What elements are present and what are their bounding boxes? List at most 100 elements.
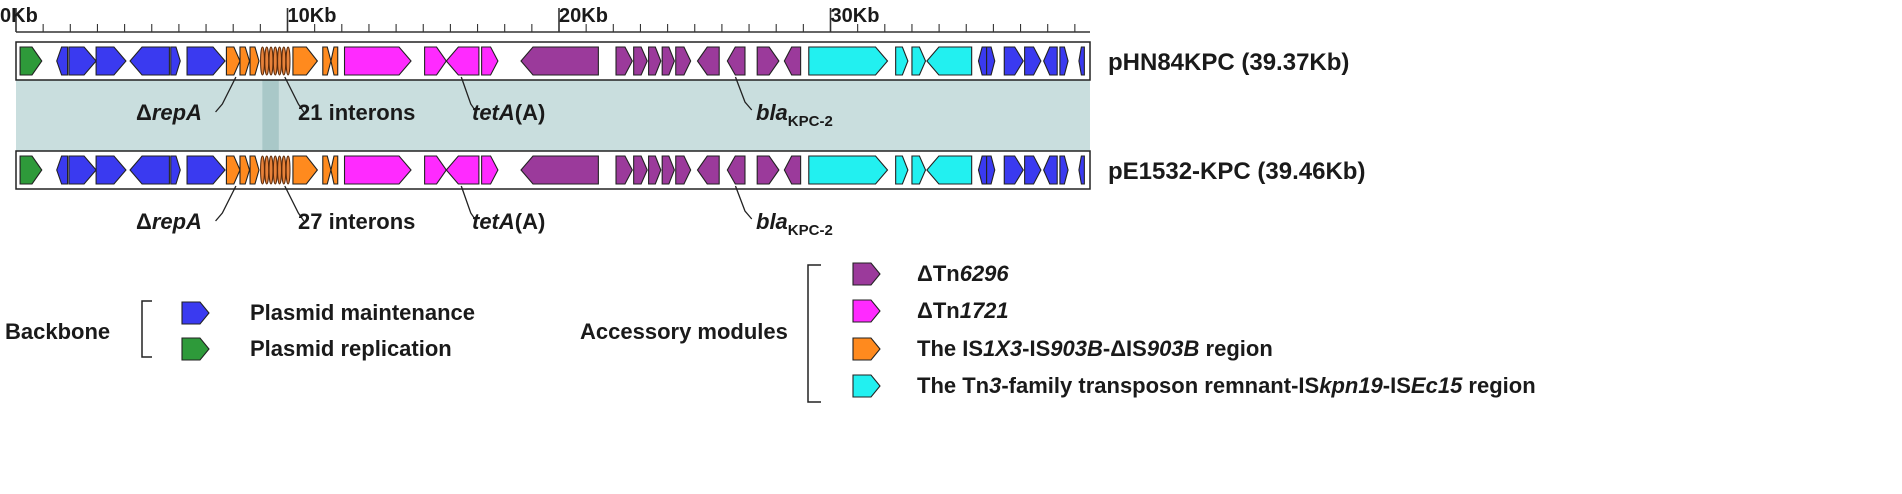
interons-pointer bbox=[284, 185, 305, 222]
repA-pointer bbox=[215, 76, 237, 113]
bla-label: blaKPC-2 bbox=[756, 100, 833, 130]
gene-arrow bbox=[986, 155, 996, 185]
gene-arrow bbox=[911, 46, 927, 76]
gene-arrow bbox=[292, 46, 319, 76]
gene-arrow bbox=[783, 46, 802, 76]
gene-arrow bbox=[783, 155, 802, 185]
gene-arrow bbox=[330, 155, 339, 185]
interon-homology-band bbox=[262, 80, 279, 151]
gene-arrow bbox=[322, 155, 332, 185]
gene-arrow bbox=[424, 46, 447, 76]
gene-arrow bbox=[615, 155, 633, 185]
gene-arrow bbox=[68, 46, 97, 76]
gene-arrow bbox=[696, 155, 720, 185]
gene-arrow bbox=[481, 46, 499, 76]
gene-arrow bbox=[225, 155, 241, 185]
gene-arrow bbox=[675, 46, 692, 76]
legend-swatch-icon bbox=[852, 262, 881, 286]
plasmid-name: pHN84KPC (39.37Kb) bbox=[1108, 49, 1349, 76]
interons-pointer bbox=[284, 76, 305, 113]
backbone-title: Backbone bbox=[5, 319, 110, 344]
gene-arrow bbox=[186, 155, 226, 185]
scale-tick-label: 0Kb bbox=[0, 5, 38, 27]
gene-arrow bbox=[726, 155, 746, 185]
gene-arrow bbox=[170, 155, 181, 185]
plasmid-track: pE1532-KPC (39.46Kb) bbox=[15, 150, 1365, 190]
gene-arrow bbox=[95, 155, 127, 185]
interons-label: 21 interons bbox=[298, 100, 415, 125]
interon bbox=[268, 155, 274, 185]
backbone-bracket bbox=[141, 300, 152, 358]
legend-swatch-icon bbox=[181, 337, 210, 361]
legend-item-label: ΔTn6296 bbox=[917, 261, 1009, 286]
interon bbox=[281, 155, 287, 185]
gene-arrow bbox=[225, 46, 241, 76]
legend-swatch-icon bbox=[181, 301, 210, 325]
gene-arrow bbox=[19, 155, 43, 185]
gene-arrow bbox=[292, 155, 319, 185]
gene-arrow bbox=[675, 155, 692, 185]
bla-pointer bbox=[734, 185, 753, 220]
plasmid-tracks: pHN84KPC (39.37Kb) pE1532-KPC (39.46Kb) bbox=[15, 41, 1365, 190]
scale-tick-label: 30Kb bbox=[831, 5, 880, 27]
bla-label: blaKPC-2 bbox=[756, 209, 833, 239]
gene-arrow bbox=[808, 46, 889, 76]
legend-swatch-icon bbox=[852, 337, 881, 361]
gene-arrow bbox=[322, 46, 332, 76]
gene-arrow bbox=[445, 155, 480, 185]
gene-arrow bbox=[1003, 155, 1024, 185]
legend-item-label: The IS1X3-IS903B-ΔIS903B region bbox=[917, 336, 1273, 361]
gene-arrow bbox=[1003, 46, 1024, 76]
gene-arrow bbox=[68, 155, 97, 185]
tetA-pointer bbox=[460, 185, 477, 222]
gene-arrow bbox=[911, 155, 927, 185]
repA-pointer bbox=[215, 185, 237, 222]
interon bbox=[277, 46, 282, 76]
plasmid-name: pE1532-KPC (39.46Kb) bbox=[1108, 158, 1365, 185]
gene-arrow bbox=[56, 46, 69, 76]
interon bbox=[260, 46, 265, 76]
gene-arrow bbox=[343, 46, 412, 76]
legend-swatch-icon bbox=[852, 299, 881, 323]
repA-label: ΔrepA bbox=[136, 209, 202, 234]
gene-arrow bbox=[895, 155, 909, 185]
interons-label: 27 interons bbox=[298, 209, 415, 234]
gene-arrow bbox=[1059, 155, 1069, 185]
gene-arrow bbox=[696, 46, 720, 76]
gene-arrow bbox=[1059, 46, 1069, 76]
legend-swatch-icon bbox=[852, 374, 881, 398]
gene-arrow bbox=[986, 46, 996, 76]
gene-arrow bbox=[186, 46, 226, 76]
interon bbox=[264, 46, 270, 76]
gene-arrow bbox=[129, 46, 170, 76]
gene-arrow bbox=[129, 155, 170, 185]
gene-arrow bbox=[1078, 155, 1085, 185]
gene-arrow bbox=[1043, 46, 1058, 76]
gene-arrow bbox=[756, 46, 780, 76]
interon bbox=[285, 46, 291, 76]
scale-tick-label: 20Kb bbox=[559, 5, 608, 27]
legend-item-label: Plasmid replication bbox=[250, 336, 452, 361]
gene-arrow bbox=[520, 46, 599, 76]
gene-arrow bbox=[726, 46, 746, 76]
gene-arrow bbox=[95, 46, 127, 76]
interon bbox=[277, 155, 282, 185]
gene-arrow bbox=[756, 155, 780, 185]
interon bbox=[281, 46, 287, 76]
scale-tick-label: 10Kb bbox=[288, 5, 337, 27]
tetA-label: tetA(A) bbox=[472, 209, 545, 234]
gene-arrow bbox=[249, 46, 260, 76]
gene-arrow bbox=[926, 155, 973, 185]
homology-band bbox=[16, 80, 1090, 151]
legend-item-label: The Tn3-family transposon remnant-ISkpn1… bbox=[917, 373, 1536, 398]
gene-arrow bbox=[615, 46, 633, 76]
gene-arrow bbox=[648, 155, 662, 185]
gene-arrow bbox=[661, 155, 675, 185]
gene-arrow bbox=[808, 155, 889, 185]
gene-arrow bbox=[648, 46, 662, 76]
gene-arrow bbox=[445, 46, 480, 76]
gene-arrow bbox=[330, 46, 339, 76]
gene-arrow bbox=[1024, 46, 1042, 76]
